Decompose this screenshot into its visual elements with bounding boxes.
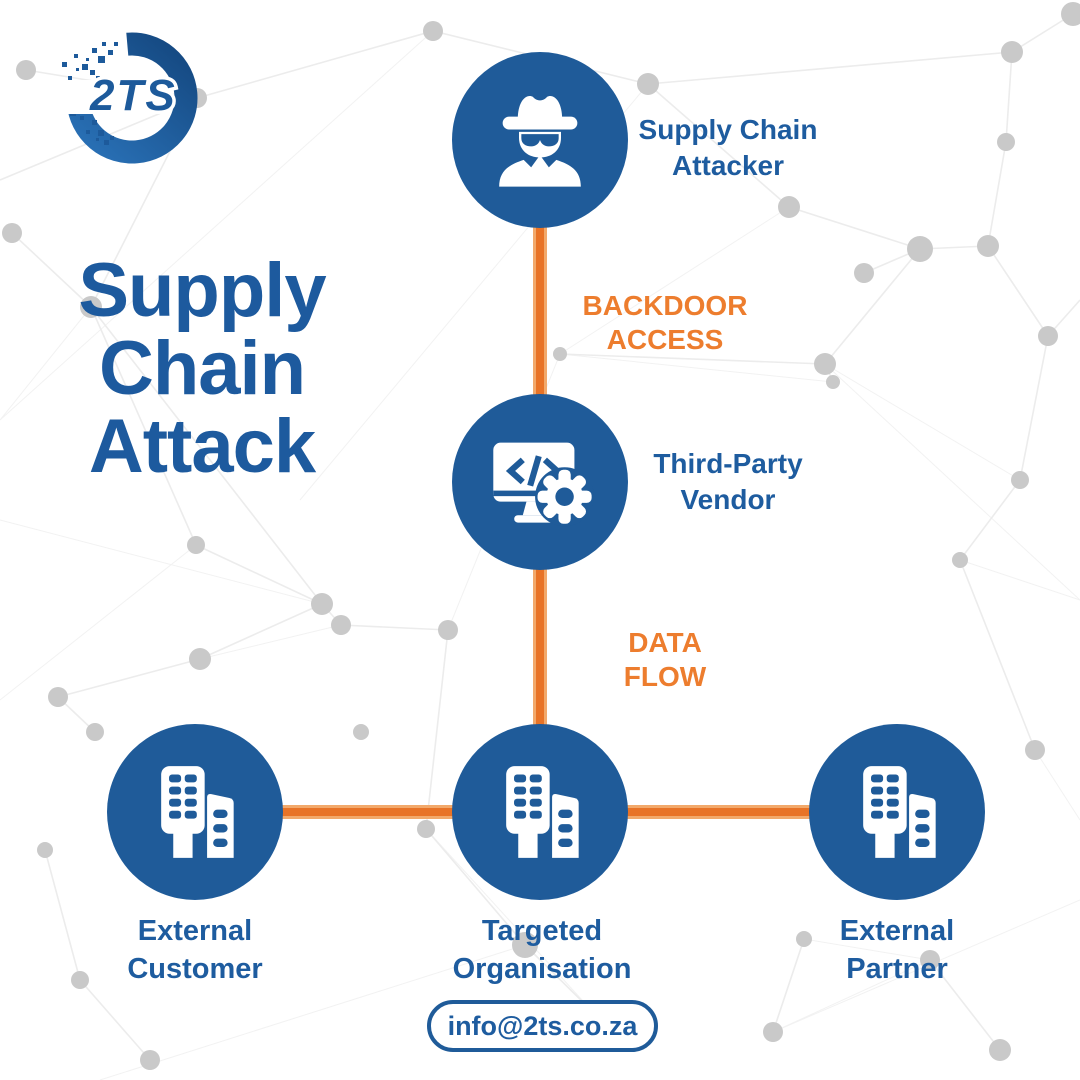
2ts-logo-text: 2TS	[89, 71, 177, 120]
node-label-organisation: Targeted Organisation	[452, 915, 632, 985]
node-label-customer: External Customer	[127, 915, 263, 985]
node-supply-chain-attacker	[452, 52, 628, 228]
email-contact-text: info@2ts.co.za	[447, 1010, 638, 1041]
node-external-partner	[809, 724, 985, 900]
buildings-icon	[161, 766, 234, 858]
buildings-icon	[506, 766, 579, 858]
page-title: Supply Chain Attack	[78, 248, 326, 489]
node-external-customer	[107, 724, 283, 900]
spy-icon	[499, 96, 581, 187]
2ts-logo: 2TS	[52, 18, 208, 174]
email-contact-button[interactable]: info@2ts.co.za	[427, 1000, 658, 1052]
buildings-icon	[863, 766, 936, 858]
node-label-partner: External Partner	[839, 915, 955, 985]
edge-label-backdoor-access: BACKDOOR ACCESS	[582, 290, 748, 355]
edge-label-data-flow: DATA FLOW	[623, 627, 707, 692]
2ts-logo-graphic: 2TS	[54, 32, 198, 164]
node-label-attacker: Supply Chain Attacker	[638, 114, 818, 181]
node-label-vendor: Third-Party Vendor	[653, 448, 803, 515]
node-targeted-organisation	[452, 724, 628, 900]
node-third-party-vendor	[452, 394, 628, 570]
code-monitor-gear-icon	[493, 442, 595, 527]
